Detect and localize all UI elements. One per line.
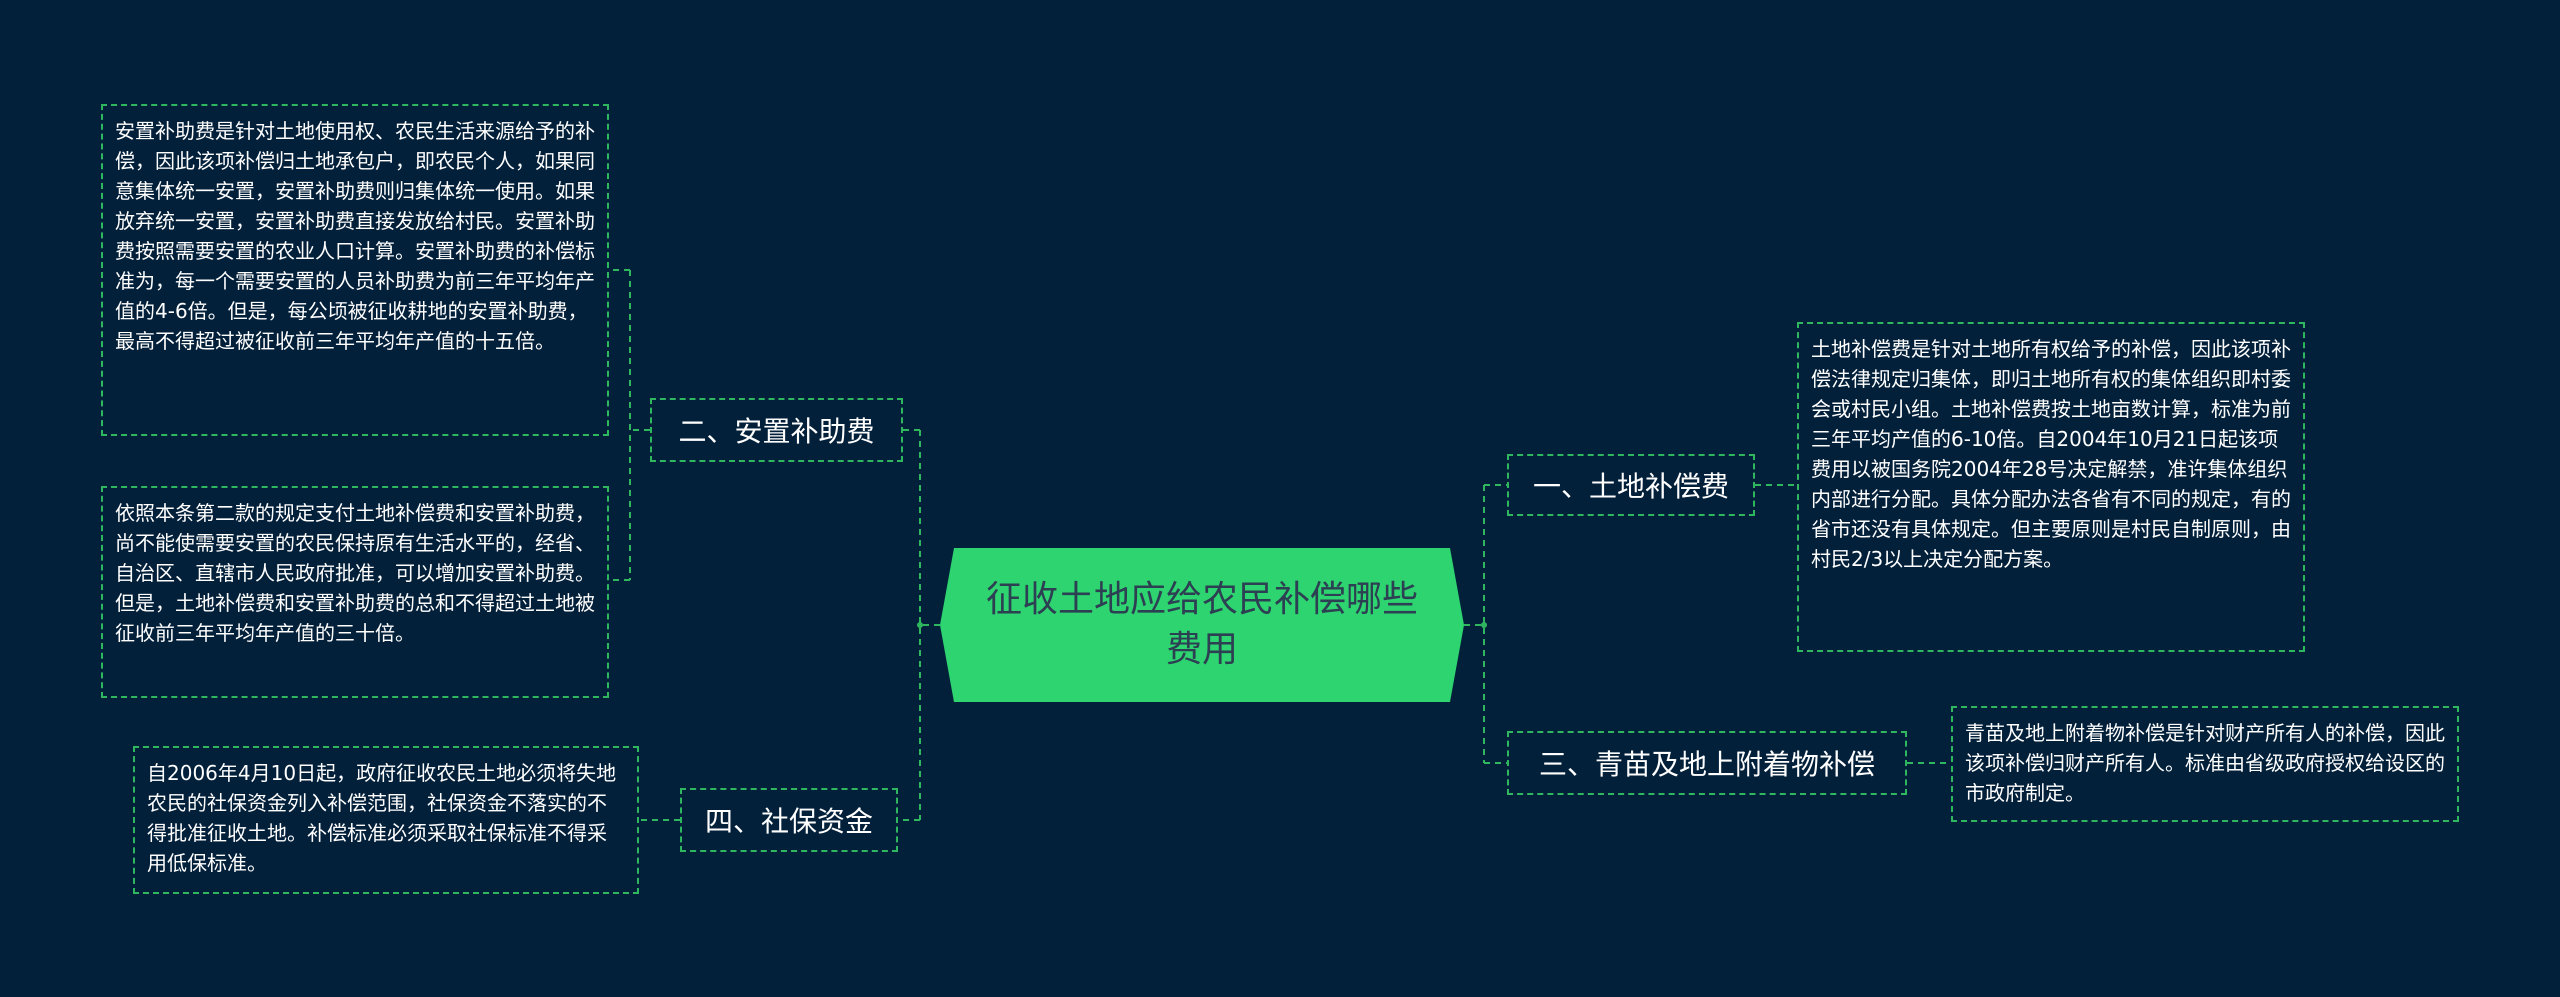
central-topic[interactable]: 征收土地应给农民补偿哪些费用: [940, 548, 1464, 702]
branch-3[interactable]: 三、青苗及地上附着物补偿: [1507, 731, 1907, 795]
junction-dot: [1481, 622, 1487, 628]
branch-4-detail[interactable]: 自2006年4月10日起，政府征收农民土地必须将失地农民的社保资金列入补偿范围，…: [133, 746, 639, 894]
branch-2-label: 二、安置补助费: [678, 415, 875, 448]
branch-2[interactable]: 二、安置补助费: [650, 398, 903, 462]
branch-2-detail-1[interactable]: 安置补助费是针对土地使用权、农民生活来源给予的补偿，因此该项补偿归土地承包户，即…: [101, 104, 609, 436]
connector-b2-details: [609, 269, 650, 581]
branch-1[interactable]: 一、土地补偿费: [1507, 454, 1755, 516]
branch-3-label: 三、青苗及地上附着物补偿: [1538, 748, 1875, 781]
junction-dot: [917, 622, 923, 628]
branch-1-detail-text: 土地补偿费是针对土地所有权给予的补偿，因此该项补偿法律规定归集体，即归土地所有权…: [1811, 337, 2291, 571]
branch-2-detail-2[interactable]: 依照本条第二款的规定支付土地补偿费和安置补助费，尚不能使需要安置的农民保持原有生…: [101, 486, 609, 698]
branch-3-detail-text: 青苗及地上附着物补偿是针对财产所有人的补偿，因此该项补偿归财产所有人。标准由省级…: [1965, 721, 2445, 805]
central-topic-text: 征收土地应给农民补偿哪些费用: [985, 579, 1418, 670]
branch-2-detail-1-text: 安置补助费是针对土地使用权、农民生活来源给予的补偿，因此该项补偿归土地承包户，即…: [115, 119, 595, 353]
connector-center-right: [1464, 485, 1485, 763]
branch-4-detail-text: 自2006年4月10日起，政府征收农民土地必须将失地农民的社保资金列入补偿范围，…: [147, 761, 617, 875]
branch-3-detail[interactable]: 青苗及地上附着物补偿是针对财产所有人的补偿，因此该项补偿归财产所有人。标准由省级…: [1951, 706, 2459, 822]
branch-2-detail-2-text: 依照本条第二款的规定支付土地补偿费和安置补助费，尚不能使需要安置的农民保持原有生…: [115, 501, 595, 645]
branch-1-detail[interactable]: 土地补偿费是针对土地所有权给予的补偿，因此该项补偿法律规定归集体，即归土地所有权…: [1797, 322, 2305, 652]
branch-1-label: 一、土地补偿费: [1532, 470, 1729, 503]
connector-center-left: [919, 430, 940, 820]
branch-4[interactable]: 四、社保资金: [680, 788, 898, 852]
branch-4-label: 四、社保资金: [704, 805, 873, 838]
